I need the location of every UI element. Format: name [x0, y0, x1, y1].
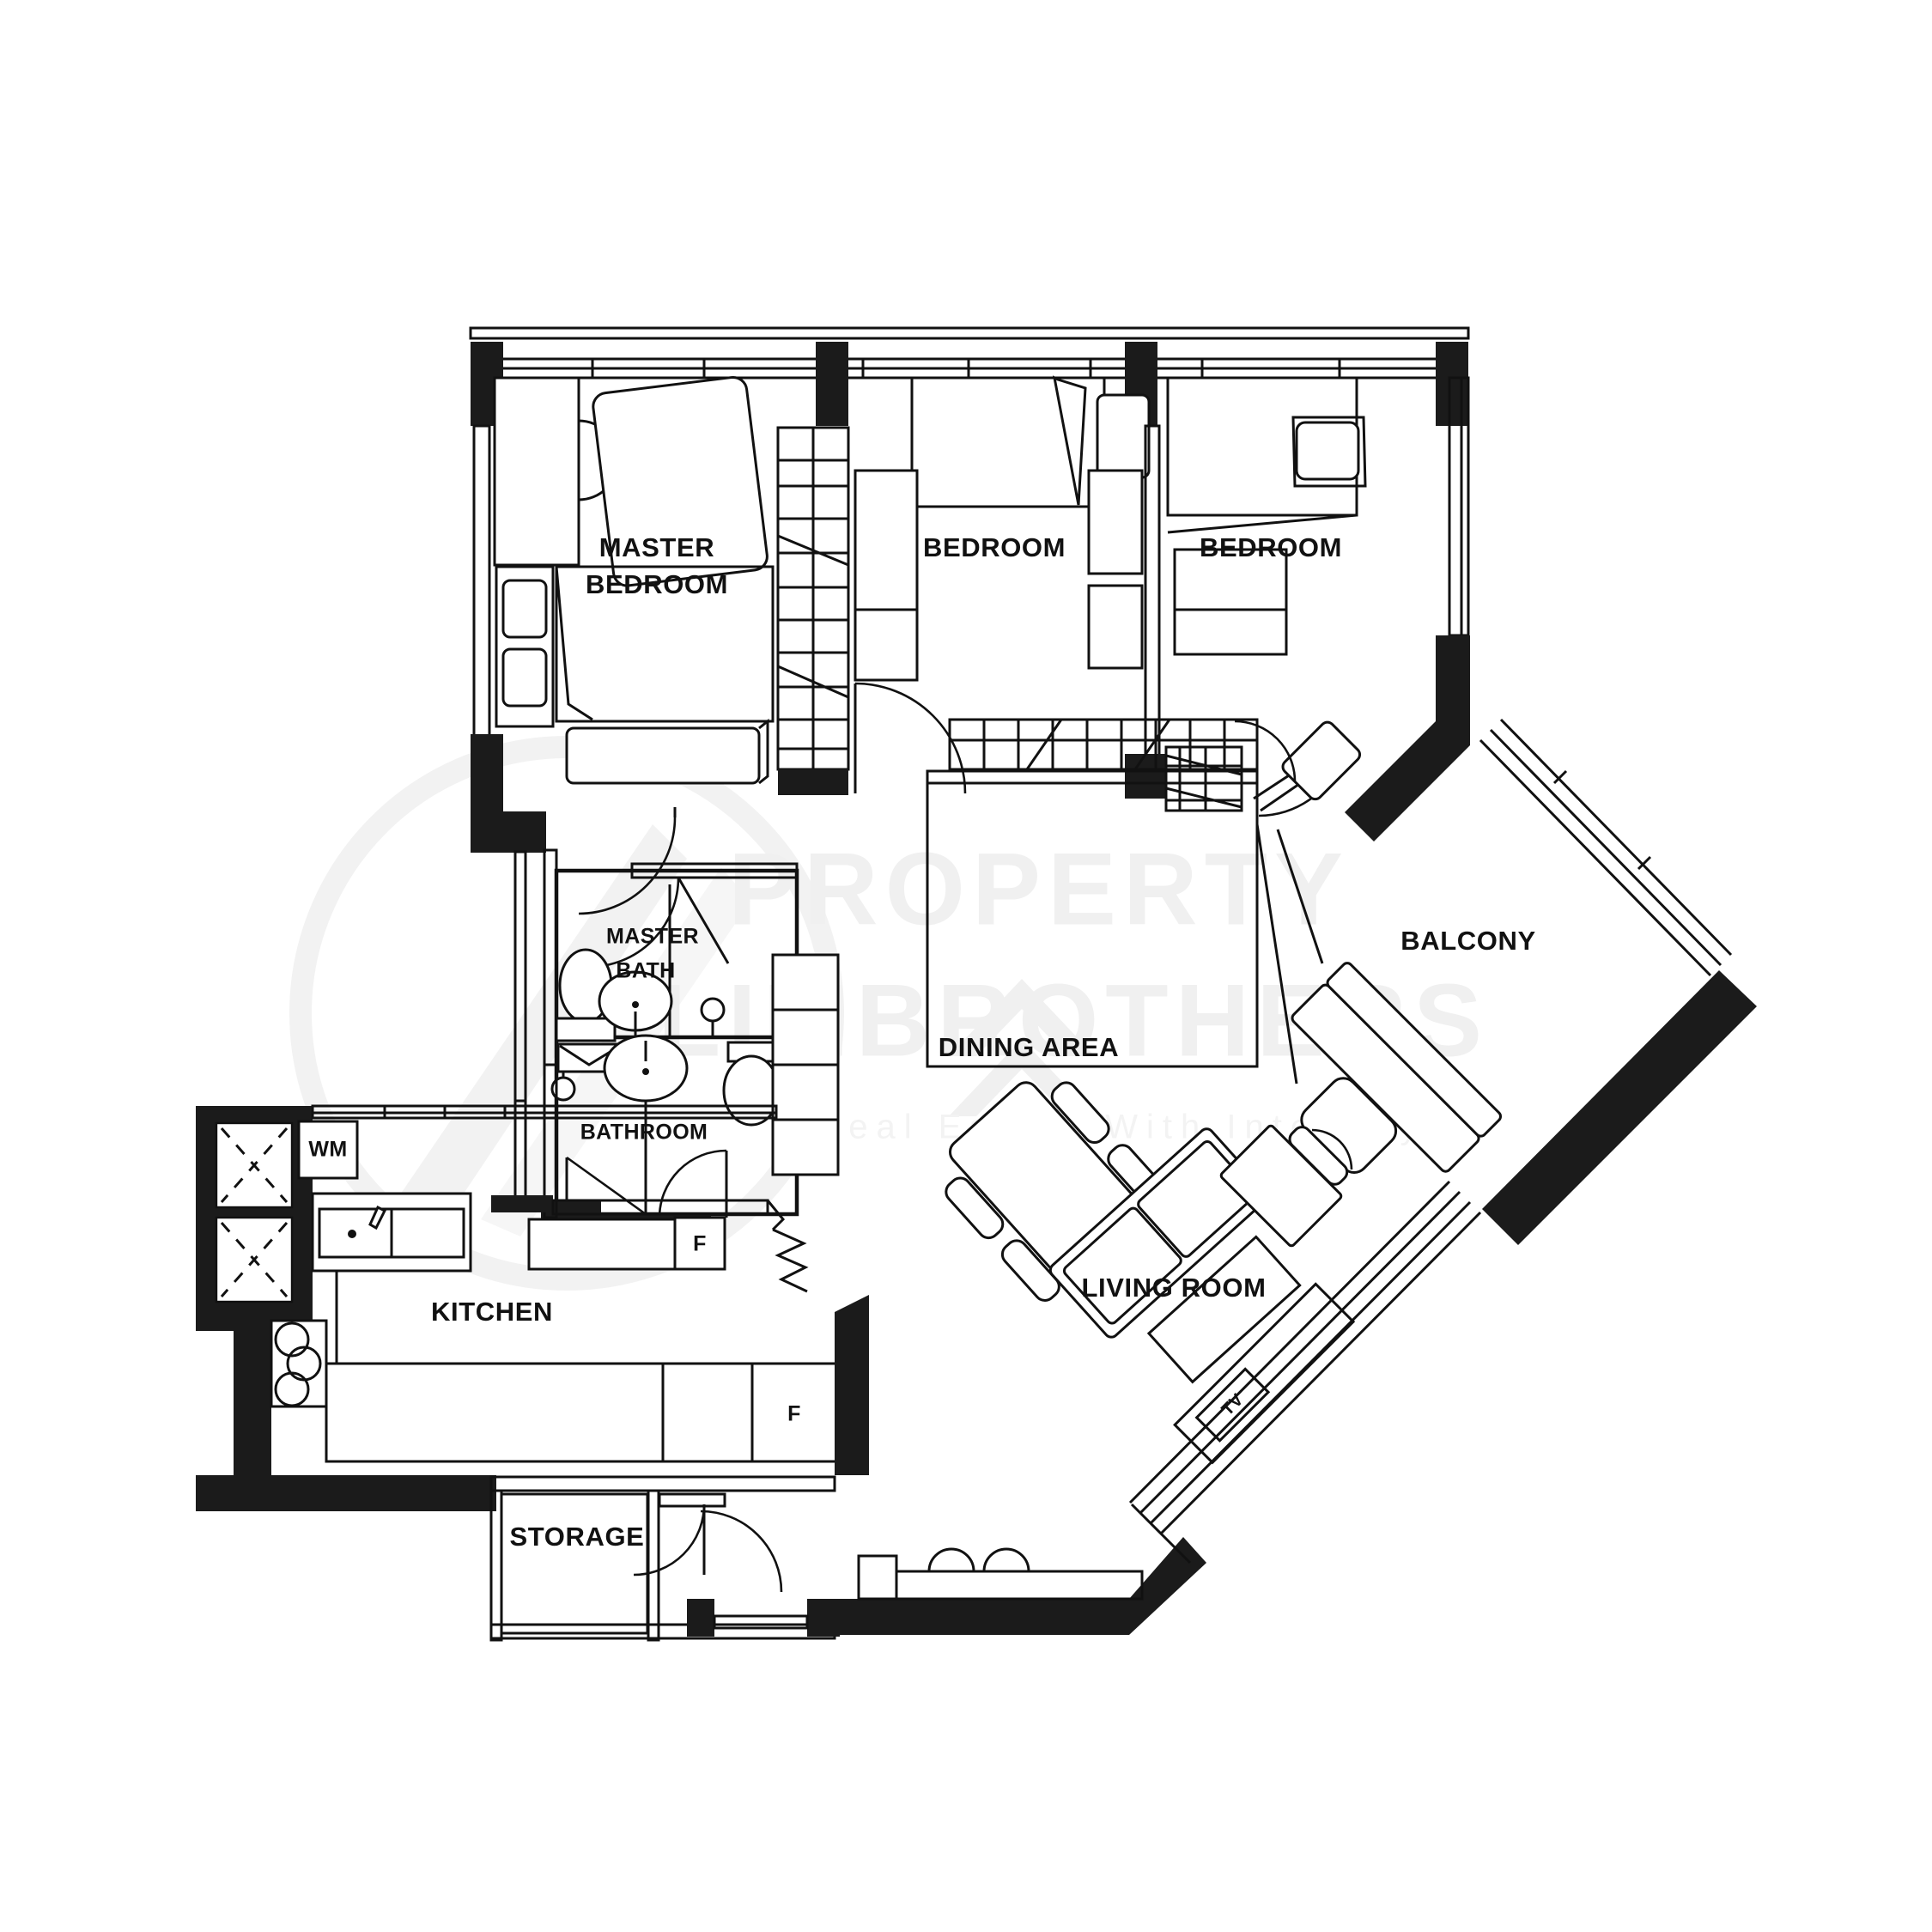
label-master-bath-line2: BATH: [616, 959, 675, 983]
closet-hatch-master-bed2: [776, 426, 850, 795]
label-storage: STORAGE: [510, 1522, 645, 1552]
label-kitchen: KITCHEN: [431, 1297, 553, 1327]
bathroom-toilet: [722, 1041, 781, 1127]
master-bed: [592, 375, 769, 587]
washing-machine-box: [297, 1120, 359, 1180]
watermark-line-1: PROPERTY: [728, 832, 1350, 947]
master-bath-basin: [598, 970, 673, 1036]
hall-storage-cabinets: [771, 953, 840, 1176]
top-exterior-line: [469, 326, 1470, 340]
label-dining-area: DINING AREA: [939, 1032, 1119, 1062]
living-room-furniture: [1048, 1127, 1302, 1384]
label-master-bedroom-line2: BEDROOM: [586, 569, 728, 599]
structural-columns-top: [471, 342, 1468, 426]
fridge-upper-box: [673, 1216, 726, 1271]
corridor-group: [926, 718, 1259, 1068]
bedroom-divider-wall: [1125, 424, 1166, 799]
balcony-railing-upper: [1479, 718, 1733, 977]
label-fridge-lower: F: [787, 1402, 801, 1426]
tv-console: TV: [1173, 1282, 1356, 1465]
label-master-bedroom-line1: MASTER: [599, 532, 715, 562]
label-balcony: BALCONY: [1400, 926, 1535, 956]
label-bedroom-2: BEDROOM: [923, 532, 1066, 562]
appliance-labels: WM F F: [308, 1138, 800, 1426]
balcony-group: [1128, 718, 1757, 1564]
storage-group: [489, 1475, 840, 1642]
master-bath-shower-head: [700, 997, 726, 1037]
label-bathroom: BATHROOM: [580, 1121, 708, 1145]
entrance-lower-wall: [837, 1537, 1206, 1635]
kitchen-group: [196, 1104, 869, 1511]
master-bedroom-group: [471, 375, 775, 853]
balcony-chair: [1288, 1077, 1398, 1186]
bathroom-block: [541, 862, 840, 1233]
top-window-band: [479, 357, 1468, 380]
bedroom-2-group: [854, 375, 1151, 794]
balcony-railing-lower: [1128, 1180, 1482, 1535]
label-bedroom-3: BEDROOM: [1200, 532, 1342, 562]
label-fridge-upper: F: [693, 1232, 707, 1256]
bedroom3-closet-hatch: [1164, 745, 1243, 812]
room-labels: MASTER BEDROOM BEDROOM BEDROOM MASTER BA…: [431, 532, 1535, 1552]
balcony-table: [1281, 720, 1362, 801]
label-living-room: LIVING ROOM: [1082, 1273, 1267, 1303]
label-washing-machine: WM: [308, 1138, 347, 1162]
label-master-bath-line1: MASTER: [606, 925, 699, 949]
fridge-lower-box: [750, 1362, 838, 1463]
bedroom-3-group: [1164, 376, 1470, 841]
bathroom-basin: [603, 1034, 689, 1103]
